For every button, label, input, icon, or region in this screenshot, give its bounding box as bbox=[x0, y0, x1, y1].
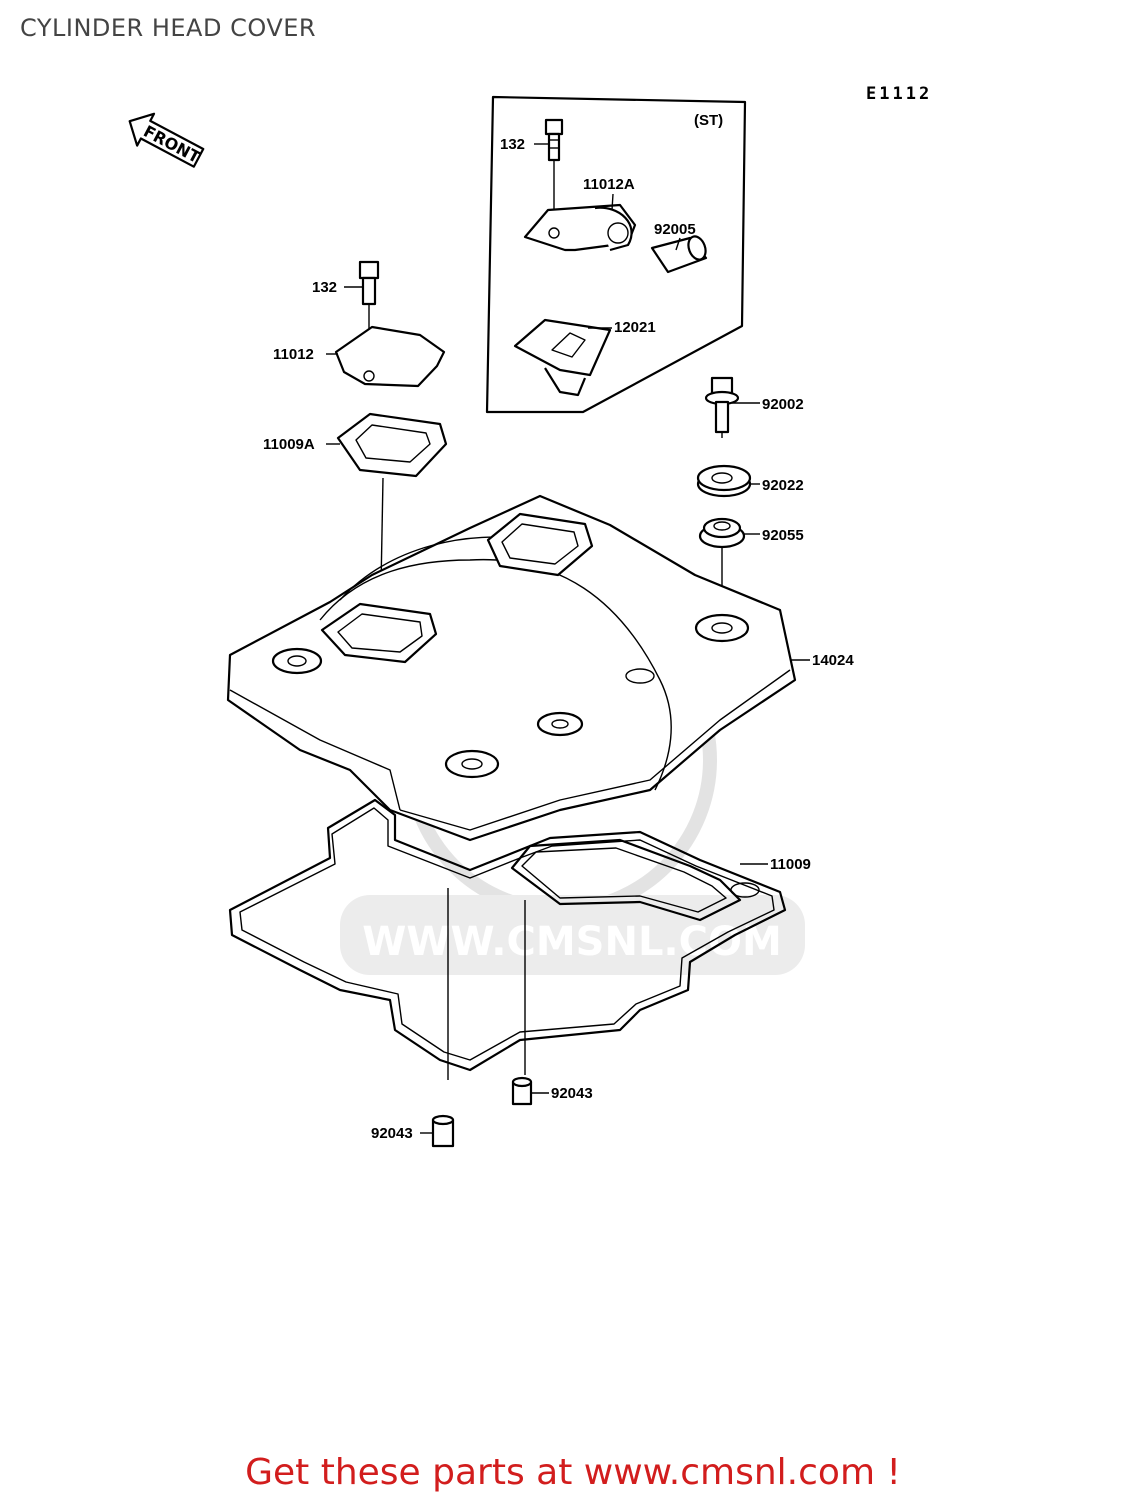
callout-14024: 14024 bbox=[812, 652, 854, 669]
callout-92002: 92002 bbox=[762, 396, 804, 413]
watermark-text: WWW.CMSNL.COM bbox=[362, 919, 782, 965]
callout-11009A: 11009A bbox=[263, 436, 315, 453]
dowel-92043-a bbox=[511, 1076, 533, 1106]
callout-92055: 92055 bbox=[762, 527, 804, 544]
st-kit-frame bbox=[485, 95, 747, 414]
page-title: CYLINDER HEAD COVER bbox=[20, 14, 317, 42]
callout-92043-b: 92043 bbox=[371, 1125, 413, 1142]
cover-11012 bbox=[334, 325, 446, 388]
diagram-code: E1112 bbox=[866, 84, 933, 104]
grommet-92055 bbox=[698, 517, 746, 600]
callout-92005: 92005 bbox=[654, 221, 696, 238]
callout-92022: 92022 bbox=[762, 477, 804, 494]
bolt-92002 bbox=[704, 376, 740, 438]
st-kit-label: (ST) bbox=[694, 112, 724, 129]
cap-11012A bbox=[523, 203, 637, 252]
callout-132-st: 132 bbox=[500, 136, 526, 153]
leader-lines bbox=[326, 143, 810, 1134]
washer-92022 bbox=[696, 464, 752, 498]
callout-132: 132 bbox=[312, 279, 338, 296]
callout-11009: 11009 bbox=[770, 856, 811, 873]
gasket-11009A bbox=[336, 412, 448, 641]
callout-12021: 12021 bbox=[614, 319, 656, 336]
gasket-11009 bbox=[228, 798, 787, 1080]
front-arrow-icon: FRONT bbox=[128, 112, 205, 168]
callout-92043-a: 92043 bbox=[551, 1085, 593, 1102]
gasket-12021 bbox=[513, 318, 612, 397]
footer-link[interactable]: Get these parts at www.cmsnl.com ! bbox=[245, 1452, 901, 1493]
callout-11012: 11012 bbox=[273, 346, 314, 363]
callout-11012A: 11012A bbox=[583, 176, 635, 193]
cylinder-head-cover-14024 bbox=[226, 494, 797, 842]
dowel-92043-b bbox=[431, 1114, 455, 1148]
pipe-92005 bbox=[650, 235, 708, 274]
